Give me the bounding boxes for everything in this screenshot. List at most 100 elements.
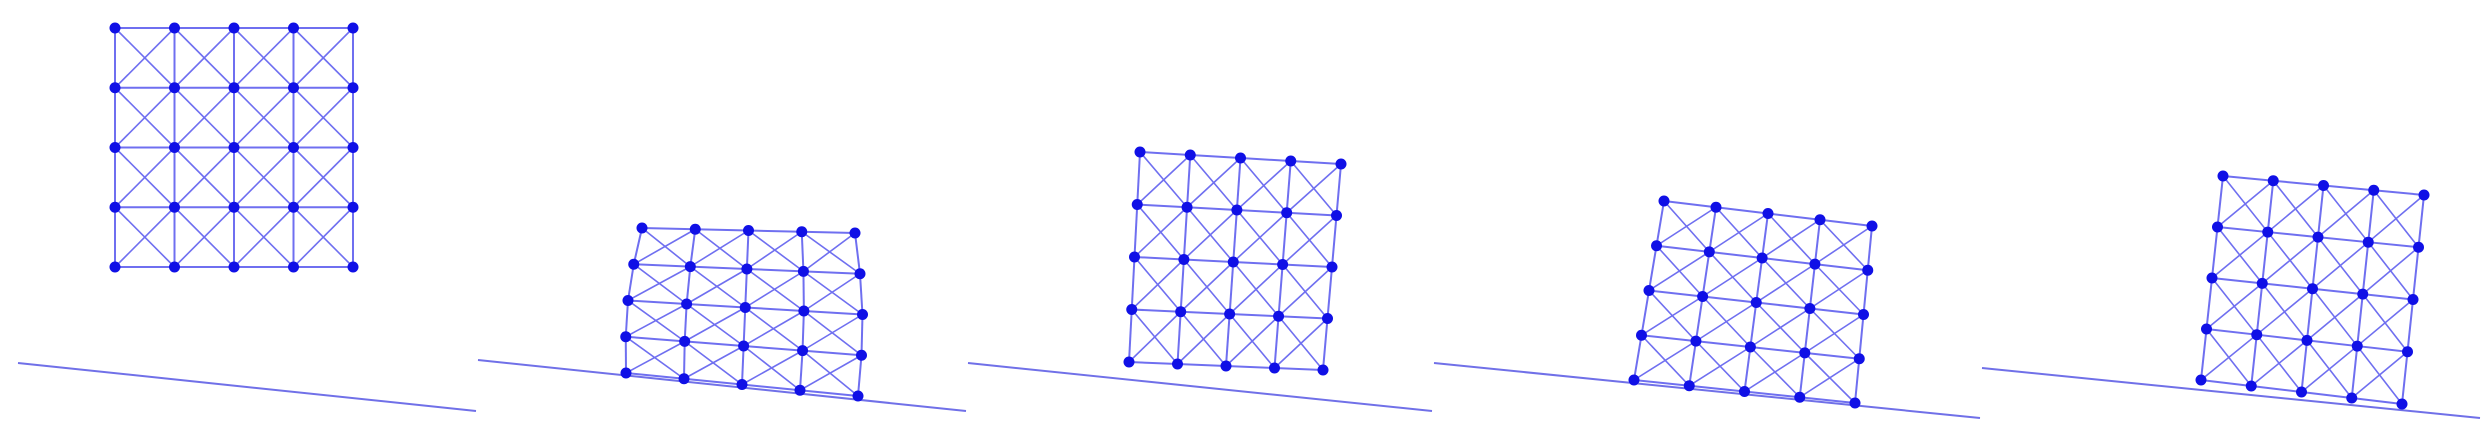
mesh-brace: [1278, 266, 1333, 317]
mesh-edge: [1744, 390, 1800, 399]
mesh-brace: [801, 231, 861, 275]
mesh-brace: [741, 349, 803, 386]
mesh-node: [2351, 340, 2363, 352]
mesh-edge: [1136, 151, 1141, 205]
mesh-edge: [2200, 379, 2252, 387]
mesh-brace: [2362, 246, 2420, 295]
mesh-brace: [2367, 194, 2425, 243]
panel-frame-1: [17, 22, 477, 412]
mesh-brace: [114, 27, 176, 89]
mesh-edge: [1640, 290, 1650, 336]
mesh-node: [855, 349, 867, 361]
mesh-edge: [685, 266, 692, 305]
mesh-brace: [114, 146, 176, 208]
mesh-edge: [1755, 257, 1764, 303]
mesh-edge: [1190, 154, 1241, 159]
mesh-node: [622, 295, 634, 306]
mesh-edge: [1798, 352, 1806, 398]
mesh-node: [288, 82, 299, 94]
mesh-node: [849, 227, 861, 239]
mesh-edge: [1701, 251, 1711, 297]
mesh-nodes: [2195, 170, 2430, 410]
mesh-brace: [802, 313, 863, 352]
mesh-brace: [746, 268, 805, 312]
mesh-edge: [1128, 361, 1178, 365]
mesh-edge: [2417, 194, 2425, 248]
mesh-edge: [1750, 346, 1805, 354]
mesh-brace: [292, 146, 354, 208]
mesh-edge: [2350, 345, 2359, 399]
mesh-brace: [292, 87, 354, 149]
mesh-edge: [1803, 308, 1811, 353]
mesh-brace: [627, 265, 691, 302]
mesh-brace: [1695, 301, 1757, 342]
mesh-brace: [684, 306, 746, 343]
mesh-edge: [1187, 206, 1237, 211]
mesh-node: [228, 82, 240, 94]
mesh-edge: [1286, 211, 1337, 217]
mesh-brace: [233, 146, 295, 208]
mesh-brace: [803, 273, 861, 312]
mesh-edge: [742, 307, 747, 347]
mesh-edge: [632, 227, 643, 265]
mesh-brace: [802, 232, 856, 273]
mesh-edge: [695, 228, 749, 232]
mesh-node: [2245, 380, 2257, 392]
mesh-brace: [233, 87, 295, 149]
mesh-node: [1335, 158, 1347, 170]
mesh-edge: [1235, 157, 1242, 211]
mesh-edge: [1322, 318, 1329, 371]
mesh-node: [228, 142, 240, 153]
mesh-node: [628, 258, 640, 270]
mesh-edge: [1743, 346, 1752, 392]
mesh-edge: [1641, 334, 1697, 343]
mesh-edge: [1130, 256, 1136, 310]
mesh-nodes: [1628, 195, 1878, 409]
mesh-brace: [748, 229, 804, 273]
mesh-edge: [2311, 237, 2319, 289]
mesh-node: [798, 305, 810, 317]
mesh-edge: [1133, 204, 1139, 258]
mesh-edge: [1648, 289, 1703, 298]
mesh-brace: [1229, 263, 1284, 315]
mesh-brace: [1799, 358, 1860, 398]
mesh-brace: [1180, 261, 1234, 313]
mesh-brace: [743, 310, 805, 347]
mesh-node: [1866, 220, 1878, 232]
mesh-edge: [746, 268, 804, 273]
panels-layer: [17, 22, 2481, 419]
ground-line: [967, 362, 1433, 412]
mesh-edges: [624, 227, 864, 397]
mesh-node: [738, 340, 750, 352]
mesh-brace: [1186, 157, 1242, 208]
mesh-node: [736, 379, 748, 390]
mesh-node: [347, 142, 359, 153]
mesh-nodes: [109, 22, 359, 273]
mesh-brace: [2300, 345, 2358, 393]
mesh-brace: [173, 206, 235, 268]
mesh-brace: [1225, 315, 1280, 367]
mesh-node: [854, 268, 866, 280]
mesh-node: [797, 345, 809, 357]
mesh-edge: [683, 303, 688, 342]
mesh-node: [2368, 184, 2380, 196]
mesh-node: [2362, 236, 2374, 248]
mesh-edge: [1139, 151, 1191, 156]
mesh-node: [288, 22, 299, 34]
mesh-node: [347, 82, 359, 94]
mesh-node: [2262, 226, 2274, 238]
mesh-edge: [854, 232, 861, 274]
mesh-brace: [1744, 352, 1806, 393]
mesh-brace: [744, 270, 804, 309]
mesh-edge: [1225, 313, 1231, 367]
mesh-node: [1220, 360, 1232, 372]
mesh-node: [1750, 297, 1762, 308]
mesh-node: [1285, 155, 1297, 167]
mesh-node: [1277, 259, 1289, 270]
mesh-edge: [1128, 309, 1133, 363]
mesh-brace: [1755, 263, 1816, 304]
mesh-brace: [1804, 313, 1864, 354]
mesh-edge: [2211, 277, 2263, 285]
mesh-edge: [1183, 258, 1234, 263]
